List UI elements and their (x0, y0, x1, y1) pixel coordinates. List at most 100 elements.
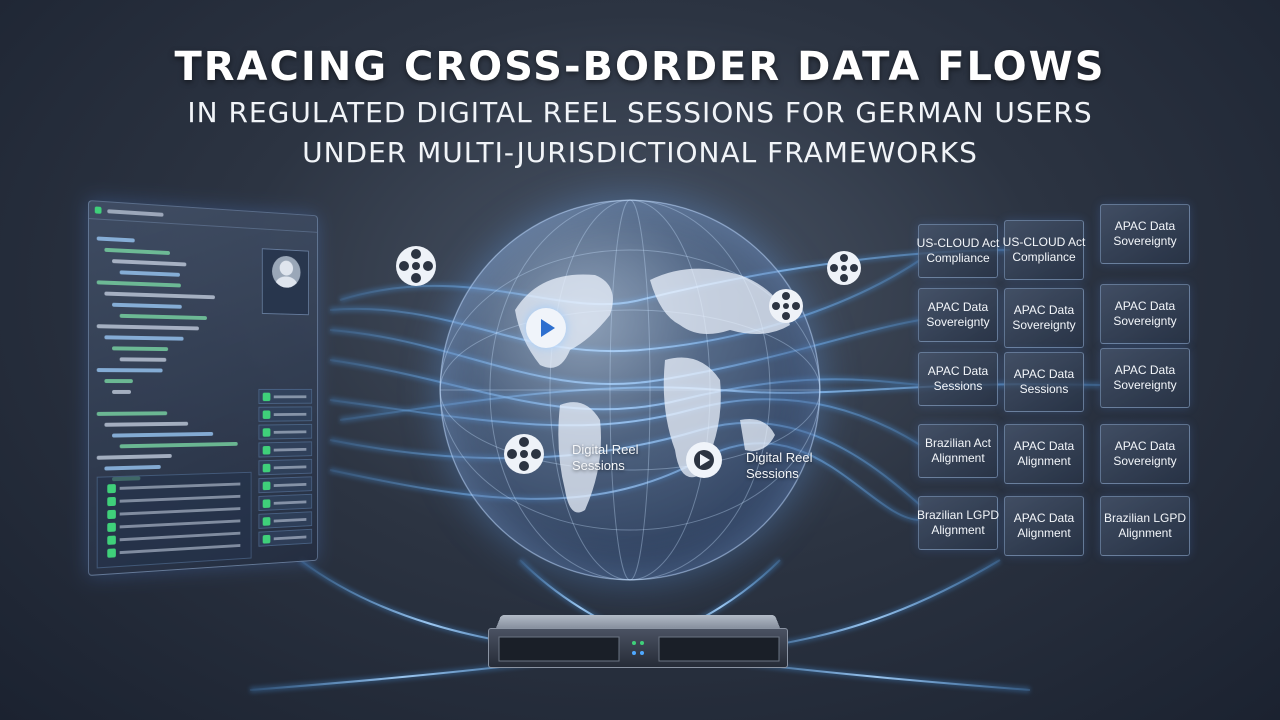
compliance-summary-list (96, 471, 252, 569)
checkmark-icon (262, 463, 271, 472)
checkmark-icon (262, 516, 271, 526)
code-line (112, 302, 182, 309)
checkmark-icon (262, 409, 271, 419)
checklist-item (258, 406, 313, 422)
checklist-item-text (273, 465, 307, 469)
globe-label-right: Digital Reel Sessions (746, 450, 813, 481)
checkmark-icon (107, 535, 116, 545)
checkmark-icon (107, 548, 116, 558)
code-line (104, 247, 170, 255)
play-button-icon (686, 442, 722, 478)
code-line (96, 368, 163, 373)
framework-card: APAC Data Sovereignty (1100, 284, 1190, 344)
framework-card: APAC Data Sovereignty (1100, 204, 1190, 264)
title-block: TRACING CROSS-BORDER DATA FLOWS IN REGUL… (0, 44, 1280, 170)
globe-grid (439, 199, 821, 581)
checklist-item (258, 458, 313, 476)
checkmark-icon (107, 522, 116, 533)
code-line (96, 324, 199, 331)
framework-card: APAC Data Alignment (1004, 496, 1084, 556)
framework-card: US-CLOUD Act Compliance (1003, 220, 1085, 280)
checklist-item-text (273, 429, 307, 434)
checklist-item (258, 423, 313, 440)
framework-card: Brazilian LGPD Alignment (917, 496, 999, 550)
framework-card: US-CLOUD Act Compliance (917, 224, 999, 278)
user-profile-card (261, 248, 309, 316)
checklist-item (258, 511, 313, 529)
checkmark-icon (107, 484, 116, 494)
code-line (96, 411, 168, 416)
checkmark-icon (262, 427, 271, 437)
page-title: TRACING CROSS-BORDER DATA FLOWS (174, 44, 1106, 90)
user-avatar-icon (272, 255, 301, 289)
film-reel-icon (826, 250, 862, 290)
code-view (96, 229, 252, 488)
code-line (112, 346, 169, 352)
code-line (96, 453, 172, 460)
checklist-item-text (273, 482, 307, 487)
globe-visual: Digital Reel Sessions Digital Reel Sessi… (420, 190, 840, 610)
compliance-checklist (258, 388, 313, 550)
session-dashboard-panel (88, 200, 318, 576)
code-line (119, 270, 180, 277)
code-line (112, 259, 187, 267)
film-reel-icon (394, 244, 438, 292)
checklist-item-text (273, 517, 307, 523)
film-reel-icon (502, 432, 546, 480)
checklist-item (258, 476, 313, 494)
framework-card: Brazilian Act Alignment (918, 424, 998, 478)
panel-title-placeholder (107, 208, 164, 217)
framework-card: Brazilian LGPD Alignment (1100, 496, 1190, 556)
code-line (119, 357, 167, 362)
server-icon (488, 612, 788, 672)
code-line (104, 379, 133, 384)
summary-item-text (119, 519, 241, 529)
code-line (112, 389, 131, 394)
checklist-item (258, 493, 313, 512)
code-line (104, 421, 189, 427)
code-line (104, 464, 161, 471)
checkmark-icon (262, 498, 271, 508)
code-line (104, 291, 215, 300)
summary-item-text (119, 531, 241, 542)
page-subtitle-line2: UNDER MULTI-JURISDICTIONAL FRAMEWORKS (302, 136, 978, 169)
code-line (96, 236, 135, 243)
page-subtitle-line1: IN REGULATED DIGITAL REEL SESSIONS FOR G… (187, 96, 1093, 129)
framework-card: APAC Data Sessions (1004, 352, 1084, 412)
film-reel-icon (768, 288, 804, 328)
framework-card: APAC Data Sovereignty (1100, 424, 1190, 484)
checkmark-icon (262, 445, 271, 455)
checkmark-icon (107, 509, 116, 520)
checklist-item (258, 388, 313, 404)
framework-card: APAC Data Sessions (918, 352, 998, 406)
globe-icon (440, 200, 820, 580)
checklist-item (258, 441, 313, 458)
code-line (104, 335, 184, 341)
summary-item-text (119, 507, 241, 516)
summary-item-text (119, 494, 241, 503)
checklist-item-text (273, 394, 307, 398)
checkmark-icon (262, 392, 271, 401)
framework-card: APAC Data Sovereignty (918, 288, 998, 342)
framework-card: APAC Data Sovereignty (1004, 288, 1084, 348)
code-line (119, 313, 207, 321)
framework-card: APAC Data Sovereignty (1100, 348, 1190, 408)
globe-label-left: Digital Reel Sessions (572, 442, 639, 473)
checklist-item-text (273, 412, 307, 416)
code-line (112, 431, 214, 438)
code-line (119, 441, 238, 449)
summary-item-text (119, 544, 241, 555)
checkmark-icon (262, 534, 271, 544)
checklist-item-text (273, 447, 307, 452)
framework-card: APAC Data Alignment (1004, 424, 1084, 484)
status-indicator-icon (94, 206, 102, 214)
checkmark-icon (107, 496, 116, 507)
checklist-item-text (273, 535, 307, 540)
server-front (488, 628, 788, 668)
code-line (96, 280, 181, 288)
summary-item-text (119, 482, 241, 490)
checkmark-icon (262, 481, 271, 490)
checklist-item (258, 528, 313, 547)
play-button-icon (526, 308, 566, 348)
checklist-item-text (273, 500, 307, 505)
